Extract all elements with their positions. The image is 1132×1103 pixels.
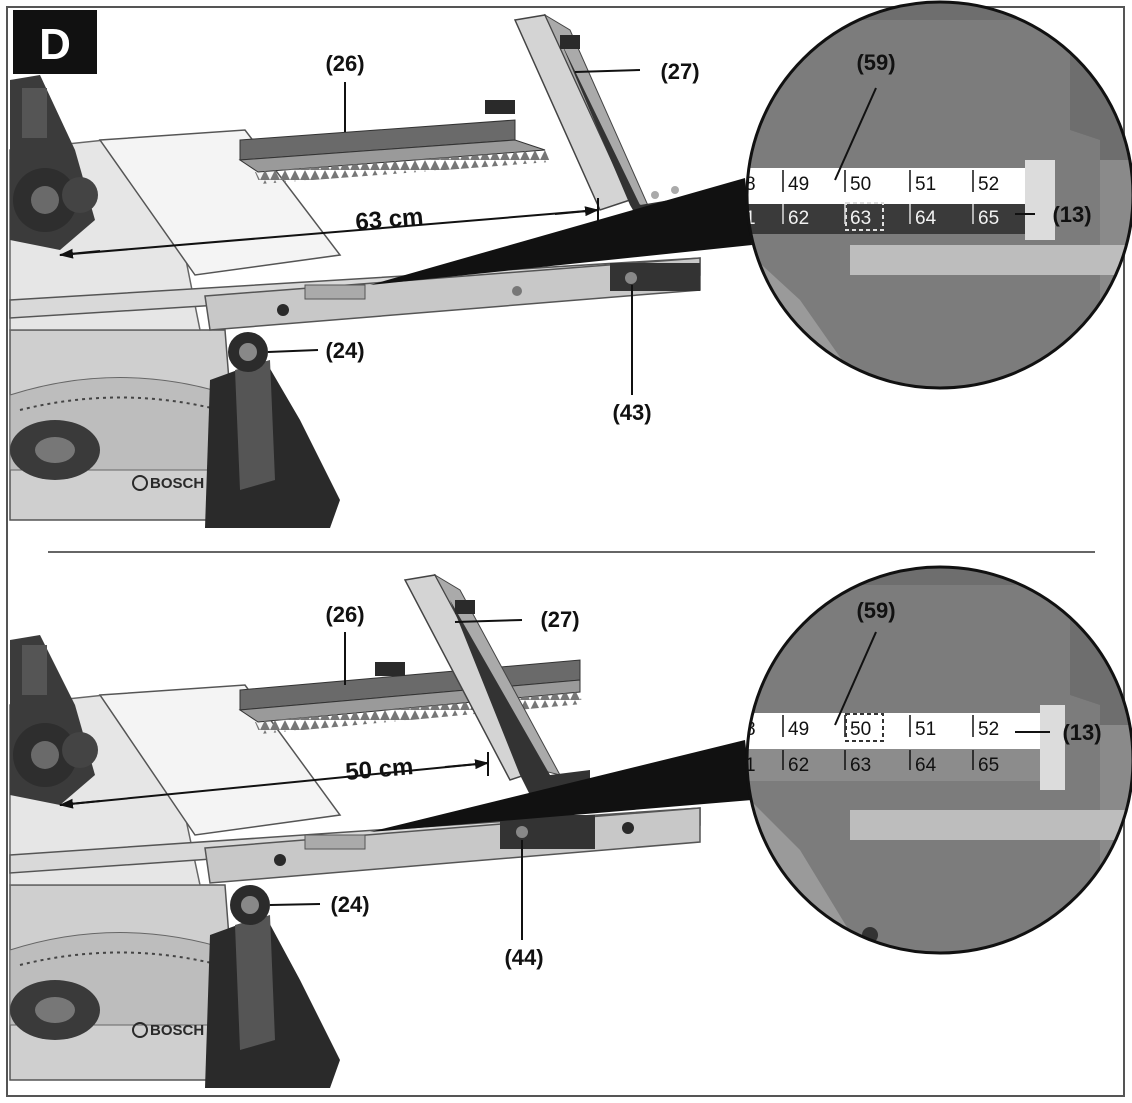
callout-43: (43) xyxy=(612,400,651,425)
callout-leaders-top xyxy=(267,69,1035,395)
figure-frame xyxy=(6,6,1125,1097)
brand-logo-bottom: BOSCH xyxy=(150,1022,204,1039)
scale-bottom-value: 1 xyxy=(745,755,756,776)
scale-top-value: 50 xyxy=(850,719,871,740)
scale-top-value: 50 xyxy=(850,174,871,195)
scale-top-value: 52 xyxy=(978,719,999,740)
distance-label-bottom: 50 cm xyxy=(344,753,414,786)
distance-label-top: 63 cm xyxy=(354,203,424,236)
callout-leaders-bottom xyxy=(269,619,1050,940)
scale-magnifier-bottom: 8 49 50 51 52 1 62 63 64 65 xyxy=(745,565,1132,955)
brand-logo-top: BOSCH xyxy=(150,475,204,492)
reading-highlight-bottom xyxy=(845,713,884,742)
scale-top-value: 51 xyxy=(915,719,936,740)
scale-bottom-value: 65 xyxy=(978,755,999,776)
zoom-wedge-top xyxy=(370,178,752,285)
scale-bottom-value: 64 xyxy=(915,208,937,229)
scale-bottom-value: 1 xyxy=(745,208,756,229)
extension-rail-26 xyxy=(238,100,550,184)
rip-fence-27 xyxy=(403,573,590,795)
figure-label: D xyxy=(39,20,71,69)
callout-24-bottom: (24) xyxy=(330,892,369,917)
scale-bottom-value: 63 xyxy=(850,755,871,776)
scale-top-value: 49 xyxy=(788,719,809,740)
callout-13-bottom: (13) xyxy=(1062,720,1101,745)
scale-top-value: 52 xyxy=(978,174,999,195)
reading-highlight-top xyxy=(845,202,884,231)
indicator-line-59-bottom xyxy=(834,631,877,726)
callout-24-top: (24) xyxy=(325,338,364,363)
saw-base: BOSCH xyxy=(9,884,340,1088)
scale-top-value: 49 xyxy=(788,174,809,195)
distance-dimension-line-top xyxy=(59,209,599,256)
panel-bottom: BOSCH xyxy=(9,565,1132,1088)
scale-bottom-value: 62 xyxy=(788,755,809,776)
callout-27-top: (27) xyxy=(660,59,699,84)
callout-13-top: (13) xyxy=(1052,202,1091,227)
saw-blade-assembly xyxy=(10,75,98,250)
scale-magnifier-top: 8 49 50 51 52 1 62 63 64 65 xyxy=(745,0,1132,390)
scale-top-value: 8 xyxy=(745,174,756,195)
saw-table xyxy=(9,129,701,331)
saw-base: BOSCH xyxy=(9,329,340,528)
scale-bottom-value: 62 xyxy=(788,208,809,229)
figure-label-badge: D xyxy=(13,10,97,74)
zoom-wedge-bottom xyxy=(370,740,752,832)
callout-26-top: (26) xyxy=(325,51,364,76)
indicator-line-59-top xyxy=(834,87,877,181)
saw-blade-assembly xyxy=(10,635,98,805)
scale-ticks-top xyxy=(782,170,974,224)
saw-table xyxy=(9,684,701,886)
rip-fence-27 xyxy=(513,13,700,222)
panel-top: BOSCH xyxy=(9,0,1132,528)
scale-bottom-value: 65 xyxy=(978,208,999,229)
scale-ticks-bottom xyxy=(782,715,974,770)
callout-59-bottom: (59) xyxy=(856,598,895,623)
scale-top-value: 51 xyxy=(915,174,936,195)
distance-dimension-line-bottom xyxy=(59,762,489,806)
callout-26-bottom: (26) xyxy=(325,602,364,627)
callout-59-top: (59) xyxy=(856,50,895,75)
callout-27-bottom: (27) xyxy=(540,607,579,632)
scale-bottom-value: 64 xyxy=(915,755,937,776)
scale-bottom-value: 63 xyxy=(850,208,871,229)
scale-top-value: 8 xyxy=(745,719,756,740)
callout-44: (44) xyxy=(504,945,543,970)
